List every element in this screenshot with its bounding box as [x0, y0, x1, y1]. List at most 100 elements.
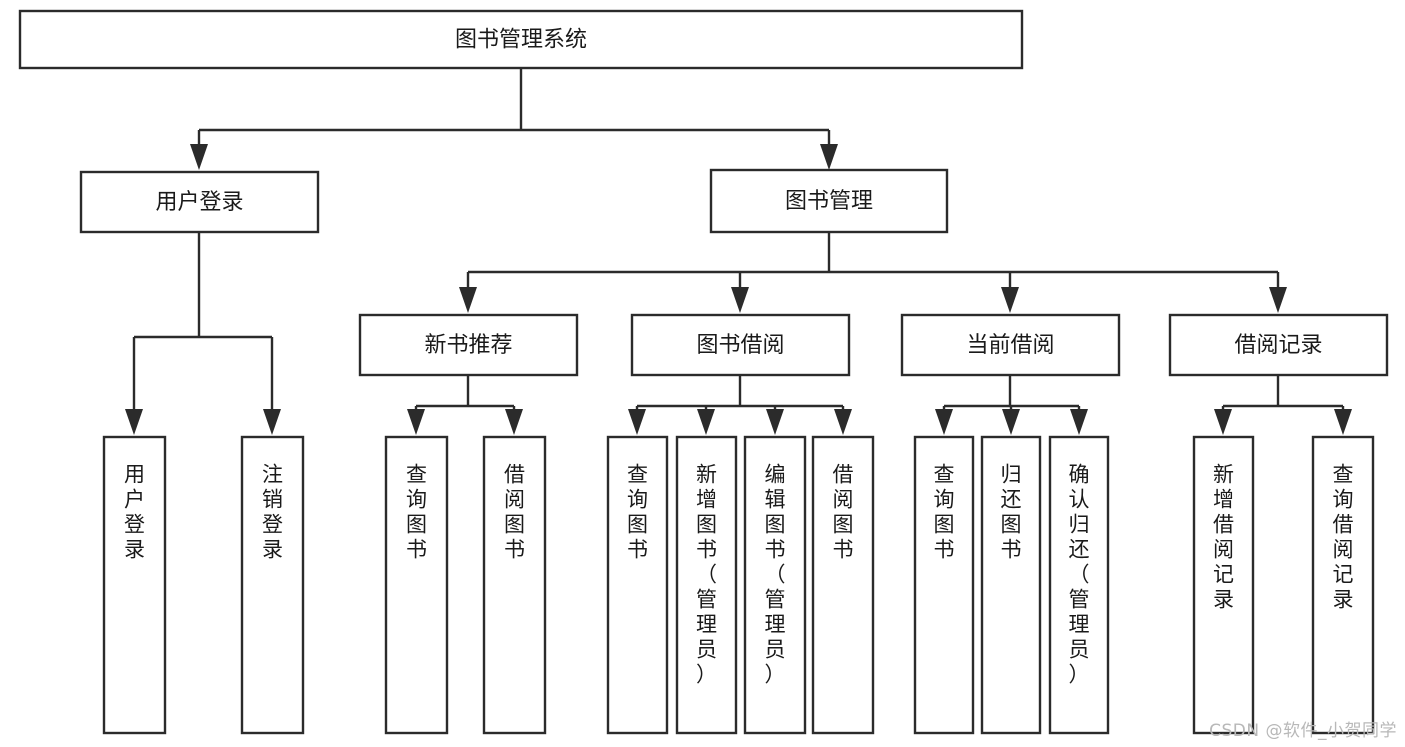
leaf-label-char: 录: [1333, 588, 1354, 612]
leaf-box[interactable]: [743, 435, 807, 735]
leaf-label-char: 查: [1333, 463, 1354, 487]
level2-node[interactable]: 图书管理: [709, 168, 949, 234]
leaf-label-char: 书: [1001, 538, 1022, 562]
leaf-node[interactable]: 用户登录: [102, 435, 167, 735]
leaf-label-char: 图: [504, 513, 525, 537]
level2-node[interactable]: 用户登录: [79, 170, 320, 234]
root-box[interactable]: [18, 9, 1024, 70]
leaf-box[interactable]: [482, 435, 547, 735]
connector-group: [628, 375, 852, 435]
leaf-label-char: 辑: [765, 488, 786, 512]
leaf-label-char: 归: [1069, 513, 1090, 537]
leaf-label-char: ）: [1069, 663, 1090, 687]
leaf-label-char: 阅: [1333, 538, 1354, 562]
arrow-head-icon: [935, 409, 953, 435]
leaf-label-char: 图: [833, 513, 854, 537]
leaf-box[interactable]: [980, 435, 1042, 735]
level3-node[interactable]: 当前借阅: [900, 313, 1121, 377]
level3-box[interactable]: [630, 313, 851, 377]
leaf-label-char: 查: [406, 463, 427, 487]
root-label: 图书管理系统: [455, 28, 587, 53]
level2-box[interactable]: [709, 168, 949, 234]
leaf-label-char: 书: [934, 538, 955, 562]
level2-label: 用户登录: [155, 190, 243, 215]
leaf-label-char: 记: [1333, 563, 1354, 587]
leaf-label-char: 销: [262, 488, 283, 512]
leaf-label-char: 借: [504, 463, 525, 487]
leaf-label-char: 图: [696, 513, 717, 537]
leaf-label-char: 借: [833, 463, 854, 487]
leaf-label-char: 图: [934, 513, 955, 537]
arrow-head-icon: [263, 409, 281, 435]
arrow-head-icon: [820, 144, 838, 170]
arrow-head-icon: [1001, 287, 1019, 313]
connector-group: [459, 232, 1287, 313]
leaf-box[interactable]: [1311, 435, 1375, 735]
leaf-label-char: 管: [765, 588, 786, 612]
leaf-label-char: 注: [262, 463, 283, 487]
arrow-head-icon: [1002, 409, 1020, 435]
arrow-head-icon: [1334, 409, 1352, 435]
leaf-label-char: （: [1069, 563, 1090, 587]
leaf-label-char: 查: [934, 463, 955, 487]
leaf-box[interactable]: [811, 435, 875, 735]
leaf-label-char: 管: [1069, 588, 1090, 612]
leaf-box[interactable]: [384, 435, 449, 735]
arrow-head-icon: [407, 409, 425, 435]
leaf-box[interactable]: [1192, 435, 1255, 735]
leaf-label-char: 图: [1001, 513, 1022, 537]
leaf-label-char: 询: [627, 488, 648, 512]
leaf-box[interactable]: [606, 435, 669, 735]
leaf-label-char: 管: [696, 588, 717, 612]
leaf-box[interactable]: [675, 435, 738, 735]
leaf-label-char: 登: [124, 513, 145, 537]
leaf-label-char: 录: [124, 538, 145, 562]
leaf-label-char: （: [765, 563, 786, 587]
leaf-box[interactable]: [240, 435, 305, 735]
leaf-label-char: 阅: [1213, 538, 1234, 562]
leaf-label-char: 图: [627, 513, 648, 537]
leaf-label-char: 询: [1333, 488, 1354, 512]
level3-box[interactable]: [900, 313, 1121, 377]
level3-box[interactable]: [1168, 313, 1389, 377]
leaf-label-char: 员: [696, 638, 717, 662]
leaf-label-char: 员: [1069, 638, 1090, 662]
leaf-box[interactable]: [1048, 435, 1110, 735]
level2-box[interactable]: [79, 170, 320, 234]
leaf-label-char: 书: [406, 538, 427, 562]
leaf-label-char: 归: [1001, 463, 1022, 487]
level3-node[interactable]: 借阅记录: [1168, 313, 1389, 377]
arrow-head-icon: [125, 409, 143, 435]
leaf-label-char: 理: [765, 613, 786, 637]
leaf-box[interactable]: [102, 435, 167, 735]
root-node[interactable]: 图书管理系统: [18, 9, 1024, 70]
leaf-label-char: 借: [1213, 513, 1234, 537]
leaf-label-char: 书: [627, 538, 648, 562]
level3-node[interactable]: 新书推荐: [358, 313, 579, 377]
leaf-label-char: 借: [1333, 513, 1354, 537]
leaf-box[interactable]: [913, 435, 975, 735]
level3-box[interactable]: [358, 313, 579, 377]
level3-node[interactable]: 图书借阅: [630, 313, 851, 377]
level2-label: 图书管理: [785, 189, 873, 214]
leaf-label-char: 录: [1213, 588, 1234, 612]
leaf-label-char: 图: [765, 513, 786, 537]
leaf-label-char: 图: [406, 513, 427, 537]
leaf-label-char: 户: [124, 488, 145, 512]
leaf-label-char: 查: [627, 463, 648, 487]
leaf-label-char: 阅: [504, 488, 525, 512]
